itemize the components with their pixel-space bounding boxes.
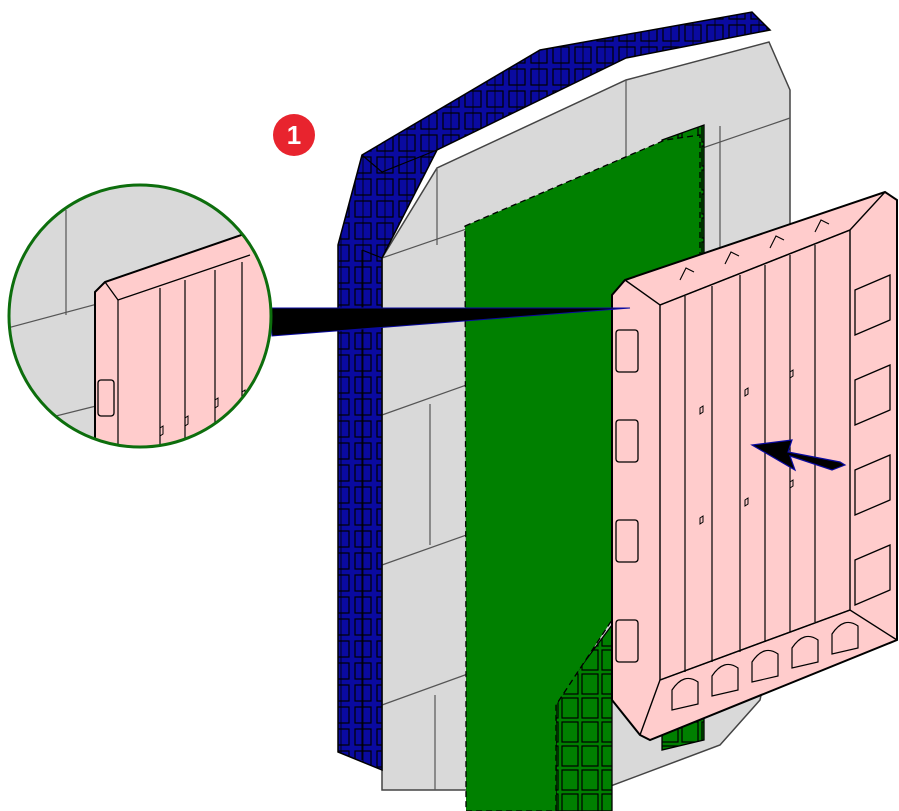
zoom-detail-circle [7,183,273,449]
flush-box [611,190,898,742]
step-number: 1 [286,119,302,150]
step-number-badge: 1 [273,114,315,156]
insulation-strip [337,11,772,772]
insert-arrow-icon [750,439,847,472]
